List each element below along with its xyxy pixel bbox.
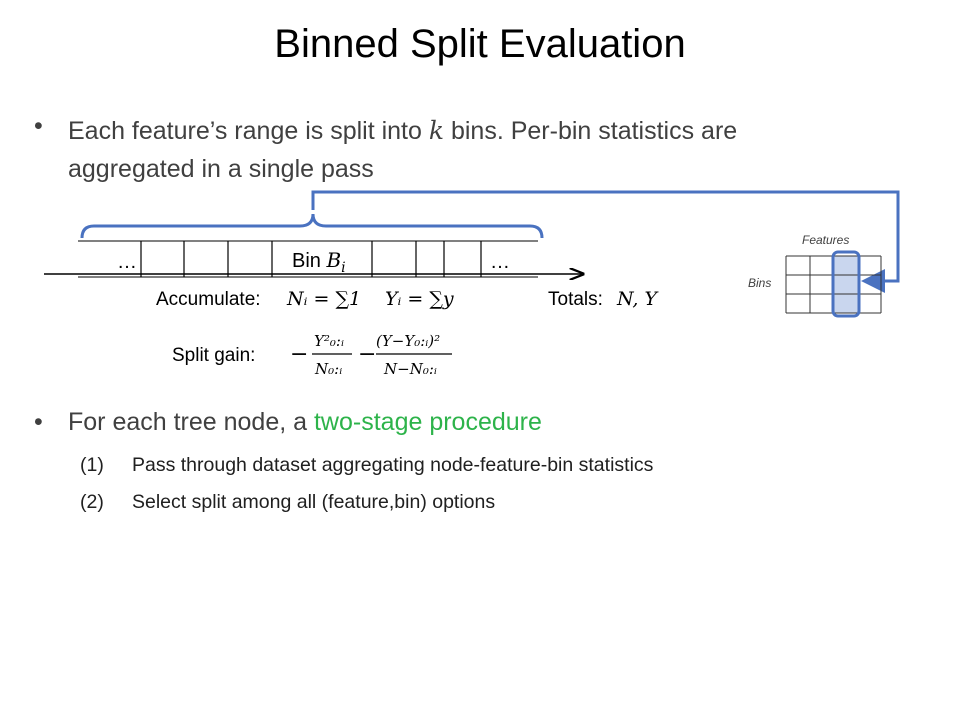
- bullet-1: Each feature’s range is split into k bin…: [68, 112, 888, 188]
- gain-numerator-2: (Y−Y₀:ᵢ)²: [376, 332, 440, 350]
- bullet-dot-2: •: [34, 408, 43, 436]
- step-1-text: Pass through dataset aggregating node-fe…: [132, 454, 654, 476]
- gain-denominator-1: N₀:ᵢ: [314, 360, 342, 378]
- bin-range-brace: [80, 213, 544, 239]
- step-2-number: (2): [80, 491, 104, 513]
- grid-highlight-outline: [831, 250, 861, 318]
- accumulate-expr-count: Nᵢ = ∑1: [286, 288, 361, 310]
- totals-expr: N, Y: [616, 288, 659, 310]
- step-2-text: Select split among all (feature,bin) opt…: [132, 491, 496, 513]
- bin-diagram: … … Bin Bi Accumulate: Nᵢ = ∑1 Yᵢ = ∑y T…: [44, 190, 900, 378]
- bin-label-word: Bin: [292, 250, 321, 272]
- accumulate-expr-sum: Yᵢ = ∑y: [385, 288, 454, 310]
- grid-highlight-column: [834, 256, 858, 313]
- grid-features-label: Features: [802, 233, 849, 247]
- gain-denominator-2: N−N₀:ᵢ: [383, 360, 437, 378]
- step-1-number: (1): [80, 454, 104, 476]
- totals-label: Totals:: [548, 289, 603, 310]
- accumulate-label: Accumulate:: [156, 289, 261, 310]
- ellipsis-left: …: [117, 251, 137, 273]
- feature-bin-grid: [785, 250, 882, 318]
- step-2: (2) Select split among all (feature,bin) …: [80, 491, 495, 514]
- bullet-2: For each tree node, a two-stage procedur…: [68, 408, 542, 437]
- bullet-1-pre: Each feature’s range is split into: [68, 117, 429, 145]
- gain-numerator-1: Y²₀:ᵢ: [314, 332, 344, 350]
- bullet-1-line2: aggregated in a single pass: [68, 155, 374, 183]
- bullet-2-highlight: two-stage procedure: [313, 408, 542, 436]
- gain-minus-2: −: [358, 342, 376, 367]
- bin-symbol: B: [325, 248, 341, 272]
- step-1: (1) Pass through dataset aggregating node…: [80, 454, 653, 477]
- bullet-1-post: bins. Per-bin statistics are: [444, 117, 738, 145]
- gain-minus-1: −: [290, 342, 308, 367]
- bullet-2-pre: For each tree node, a: [68, 408, 314, 436]
- bullet-1-k: k: [428, 116, 445, 145]
- grid-bins-label: Bins: [748, 276, 771, 290]
- connector-arrow: [311, 190, 900, 293]
- bin-dividers: [140, 241, 482, 277]
- bin-label: Bin Bi: [292, 248, 346, 276]
- ellipsis-right: …: [490, 251, 510, 273]
- split-gain-label: Split gain:: [172, 345, 255, 366]
- bullet-dot-1: •: [34, 112, 43, 140]
- bin-subscript: i: [341, 260, 345, 276]
- slide-title: Binned Split Evaluation: [274, 22, 686, 66]
